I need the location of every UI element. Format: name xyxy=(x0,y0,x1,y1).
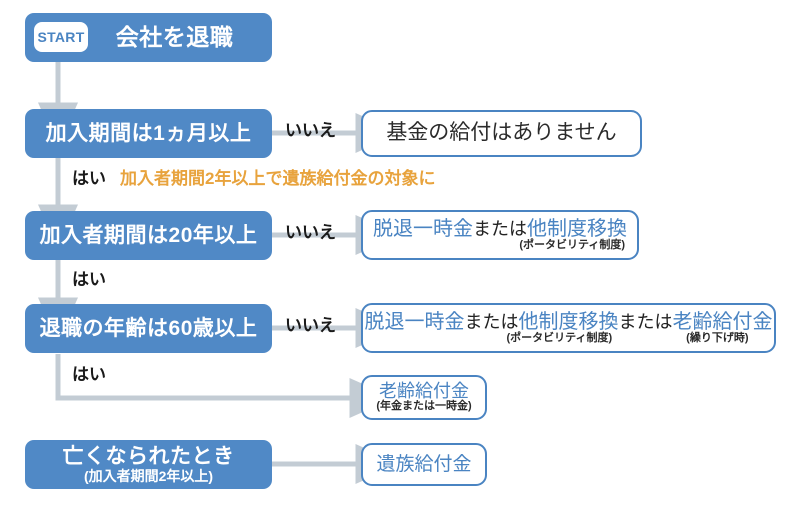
node-decision-3-label: 退職の年齢は60歳以上 xyxy=(39,316,258,340)
node-outcome-no-benefit[interactable]: 基金の給付はありません xyxy=(361,110,642,157)
node-outcome-3-seg5: 老齢給付金 xyxy=(672,310,773,333)
node-outcome-4-annot1: (年金または一時金) xyxy=(376,400,472,413)
edge-label-no-1: いいえ xyxy=(285,121,336,140)
node-outcome-2-seg3: 他制度移換 xyxy=(527,217,627,240)
node-outcome-5-label: 遺族給付金 xyxy=(376,453,472,475)
edge-label-yes-2: はい xyxy=(72,270,106,289)
node-outcome-3-annot1: (ポータビリティ制度) xyxy=(506,331,613,344)
node-start[interactable]: START 会社を退職 xyxy=(25,13,272,62)
node-outcome-bereaved-benefit[interactable]: 遺族給付金 xyxy=(361,443,487,486)
edge-label-yes-3: はい xyxy=(72,365,106,384)
node-outcome-2-annot1: (ポータビリティ制度) xyxy=(519,238,625,251)
node-outcome-2-seg1: 脱退一時金 xyxy=(373,217,473,240)
node-outcome-3-seg2: または xyxy=(464,311,519,332)
node-outcome-1-label: 基金の給付はありません xyxy=(386,121,617,145)
edge-label-yes-1: はい xyxy=(72,169,106,188)
node-outcome-3-seg3: 他制度移換 xyxy=(518,310,619,333)
node-decision-membership-20-years[interactable]: 加入者期間は20年以上 xyxy=(25,211,272,260)
node-outcome-4-annotation: (年金または一時金) xyxy=(373,401,475,413)
node-outcome-2-annotation: (ポータビリティ制度) xyxy=(371,238,629,252)
node-death-sublabel: (加入者期間2年以上) xyxy=(83,467,214,484)
node-start-label: 会社を退職 xyxy=(115,23,234,50)
node-outcome-3-seg4: または xyxy=(618,311,673,332)
node-death[interactable]: 亡くなられたとき (加入者期間2年以上) xyxy=(25,440,272,489)
node-decision-1-label: 加入期間は1ヵ月以上 xyxy=(45,121,252,145)
node-outcome-lumpsum-transfer-or-oldage[interactable]: 脱退一時金または他制度移換または老齢給付金 (ポータビリティ制度) (繰り下げ時… xyxy=(361,303,776,353)
edge-label-no-2: いいえ xyxy=(285,223,336,242)
node-outcome-oldage-benefit[interactable]: 老齢給付金 (年金または一時金) xyxy=(361,375,487,420)
node-outcome-3-seg1: 脱退一時金 xyxy=(364,310,465,333)
node-outcome-3-annotations: (ポータビリティ制度) (繰り下げ時) xyxy=(314,331,800,345)
edge-label-no-3: いいえ xyxy=(285,316,336,335)
node-outcome-lumpsum-or-transfer[interactable]: 脱退一時金または他制度移換 (ポータビリティ制度) xyxy=(361,210,639,260)
node-decision-2-label: 加入者期間は20年以上 xyxy=(39,223,258,247)
node-outcome-2-main: 脱退一時金または他制度移換 xyxy=(373,217,627,240)
node-outcome-3-annot2: (繰り下げ時) xyxy=(686,331,749,344)
node-outcome-4-label: 老齢給付金 xyxy=(379,381,469,402)
node-decision-membership-1-month[interactable]: 加入期間は1ヵ月以上 xyxy=(25,109,272,158)
note-bereaved-eligibility: 加入者期間2年以上で遺族給付金の対象に xyxy=(120,169,436,188)
node-outcome-2-seg2: または xyxy=(473,218,527,239)
start-badge: START xyxy=(34,22,88,52)
node-outcome-3-main: 脱退一時金または他制度移換または老齢給付金 xyxy=(364,310,773,333)
node-death-label: 亡くなられたとき xyxy=(62,444,235,468)
node-decision-retire-age-60[interactable]: 退職の年齢は60歳以上 xyxy=(25,304,272,353)
